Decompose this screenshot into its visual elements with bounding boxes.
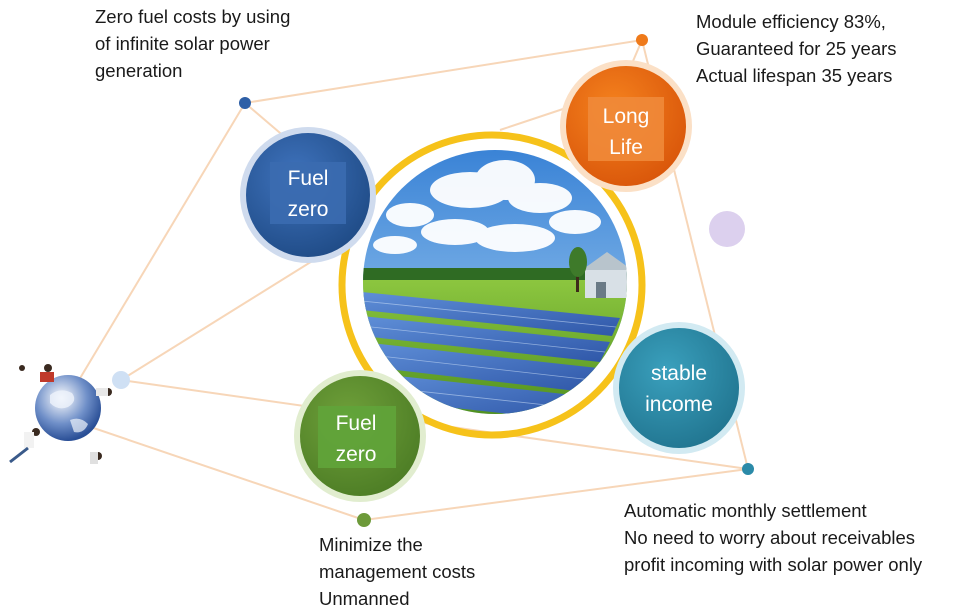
note-bottom-right: Automatic monthly settlement No need to … xyxy=(624,497,922,578)
dot-green-bottom xyxy=(357,513,371,527)
dot-lavender xyxy=(709,211,745,247)
bubble-label-stable-income: stable income xyxy=(625,356,733,422)
bubble-stable-income xyxy=(613,322,745,454)
bubble-line: zero xyxy=(287,198,329,221)
dot-blue-top-left xyxy=(239,97,251,109)
note-line: No need to worry about receivables xyxy=(624,527,916,548)
note-line: Actual lifespan 35 years xyxy=(696,65,893,86)
note-top-right: Module efficiency 83%, Guaranteed for 25… xyxy=(696,8,897,89)
bubble-line: stable xyxy=(650,362,708,385)
bubble-label-long-life: Long Life xyxy=(588,99,664,165)
bubble-line: Fuel xyxy=(335,412,377,435)
dot-light-blue xyxy=(112,371,130,389)
bubble-label-fuel-zero-top: Fuel zero xyxy=(270,161,346,227)
note-line: Guaranteed for 25 years xyxy=(696,38,897,59)
bubble-fuel-zero-top xyxy=(240,127,376,263)
note-line: Unmanned xyxy=(319,588,410,609)
note-bottom-left: Minimize the management costs Unmanned xyxy=(319,531,475,612)
note-line: profit incoming with solar power only xyxy=(624,554,923,575)
bubble-fuel-zero-bottom xyxy=(294,370,426,502)
globe-with-people-icon xyxy=(9,364,112,464)
bubble-line: income xyxy=(645,393,713,416)
bubble-line: Fuel xyxy=(287,167,329,190)
note-line: Minimize the xyxy=(319,534,423,555)
bubble-line: Long xyxy=(602,105,650,128)
note-line: Module efficiency 83%, xyxy=(696,11,886,32)
bubble-line: Life xyxy=(609,136,643,159)
dot-orange-top-right xyxy=(636,34,648,46)
bubble-label-fuel-zero-bottom: Fuel zero xyxy=(318,406,394,472)
dot-teal-bottom-right xyxy=(742,463,754,475)
bubble-long-life xyxy=(560,60,692,192)
note-line: Zero fuel costs by using xyxy=(95,6,291,27)
note-line: management costs xyxy=(319,561,476,582)
bubble-line: zero xyxy=(335,443,377,466)
center-ring xyxy=(338,131,646,439)
note-line: of infinite solar power xyxy=(95,33,270,54)
note-top-left: Zero fuel costs by using of infinite sol… xyxy=(95,3,290,84)
note-line: generation xyxy=(95,60,183,81)
note-line: Automatic monthly settlement xyxy=(624,500,867,521)
solar-farm-photo xyxy=(363,150,627,414)
